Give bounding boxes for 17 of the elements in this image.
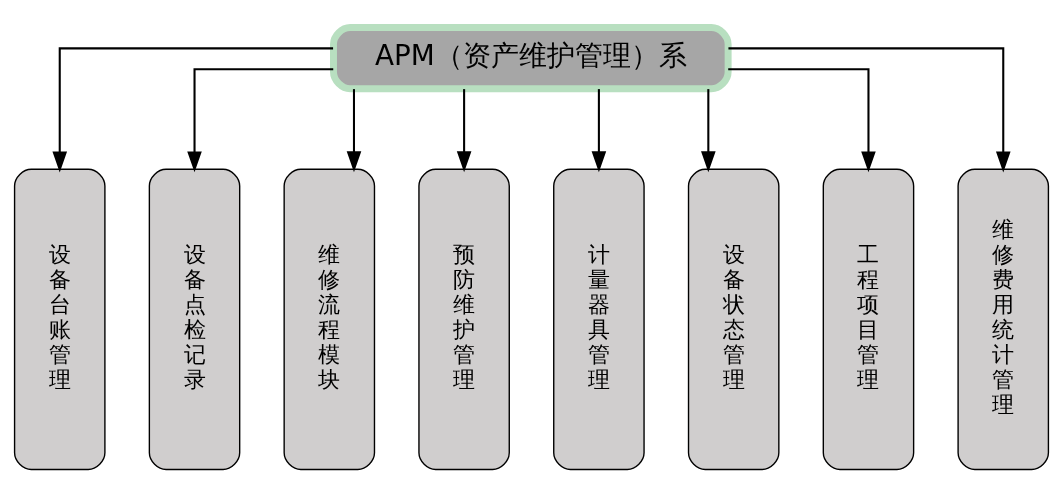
- node-box: 维修流程模块: [283, 168, 376, 471]
- arrow: [187, 68, 334, 173]
- arrow: [728, 68, 876, 173]
- node-box: 计量器具管理: [553, 168, 645, 471]
- arrow: [701, 89, 716, 173]
- arrow: [346, 89, 362, 173]
- node-box: 预防维护管理: [418, 168, 510, 471]
- node-box: APM（资产维护管理）系: [330, 24, 732, 93]
- arrow: [591, 89, 607, 173]
- node-box: 维修费用统计管理: [957, 168, 1050, 471]
- node-box: 设备台账管理: [13, 168, 106, 471]
- arrow: [728, 47, 1011, 173]
- arrow: [456, 89, 472, 173]
- node-box: 设备点检记录: [148, 168, 241, 471]
- node-box: 工程项目管理: [822, 168, 915, 471]
- node-box: 设备状态管理: [687, 168, 780, 471]
- arrow: [52, 47, 334, 173]
